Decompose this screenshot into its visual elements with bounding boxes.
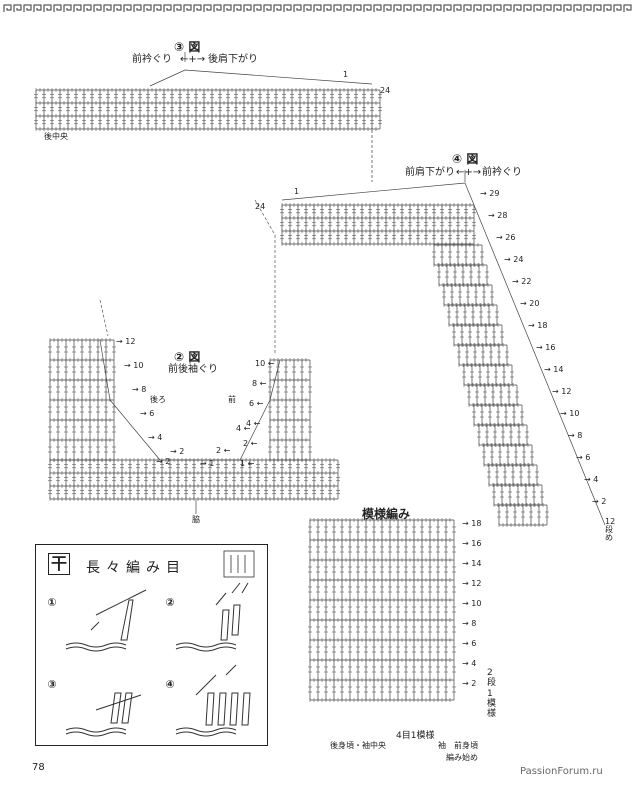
pattern-bracket-note: 2段1模様 bbox=[487, 668, 497, 720]
fig2-back-label: 後ろ bbox=[150, 395, 166, 404]
fig4-row-mark: → 26 bbox=[496, 233, 516, 242]
pattern-row-mark: → 16 bbox=[462, 539, 482, 548]
fig4-row-mark: → 16 bbox=[536, 343, 556, 352]
fig4-row-mark: → 2 bbox=[592, 497, 607, 506]
fig4-row-mark: → 12 bbox=[552, 387, 572, 396]
fig2-left-mark: → 12 bbox=[116, 337, 136, 346]
fig4-row-mark: → 20 bbox=[520, 299, 540, 308]
stitch-legend: 干 長々編み目 bbox=[35, 544, 268, 746]
fig2-right-mark: 1 ← bbox=[240, 459, 255, 468]
fig4-row-mark: → 24 bbox=[504, 255, 524, 264]
fig3-divider: ←+→ bbox=[180, 54, 206, 65]
page-number: 78 bbox=[32, 762, 45, 773]
fig4-row-mark: → 8 bbox=[568, 431, 583, 440]
pattern-bottom-center: 4目1模様 bbox=[396, 731, 435, 741]
legend-stitch-sample-icon bbox=[65, 550, 255, 737]
fig3-row-mark-24: 24 bbox=[380, 86, 391, 95]
pattern-row-mark: → 18 bbox=[462, 519, 482, 528]
fig4-row-mark-1: 1 bbox=[294, 187, 300, 196]
fig2-right-mark: 8 ← bbox=[252, 379, 267, 388]
legend-step-2: ② bbox=[165, 596, 175, 609]
fig3-left-label: 前衿ぐり bbox=[132, 54, 172, 65]
pattern-bottom-left: 後身頃・袖中央 bbox=[330, 741, 386, 750]
legend-step-4: ④ bbox=[165, 678, 175, 691]
pattern-row-mark: → 4 bbox=[462, 659, 477, 668]
fig2-right-mark: 10 ← bbox=[255, 359, 275, 368]
fig4-row-mark: → 10 bbox=[560, 409, 580, 418]
legend-step-1: ① bbox=[47, 596, 57, 609]
fig2-inner-left-mark: → 1 bbox=[200, 459, 215, 468]
fig2-left-mark: → 2 bbox=[156, 457, 171, 466]
triple-crochet-symbol: 干 bbox=[48, 553, 70, 575]
fig2-right-mark: 2 ← bbox=[243, 439, 258, 448]
fig2-left-mark: → 10 bbox=[124, 361, 144, 370]
fig4-row-mark: → 14 bbox=[544, 365, 564, 374]
fig3-row-mark-1: 1 bbox=[343, 70, 349, 79]
pattern-row-mark: → 12 bbox=[462, 579, 482, 588]
fig2-inner-right-mark: 2 ← bbox=[216, 446, 231, 455]
fig2-number: ② 図 bbox=[174, 350, 201, 364]
fig2-bottom-label: 脇 bbox=[192, 515, 200, 524]
fig4-row-mark: → 4 bbox=[584, 475, 599, 484]
legend-step-3: ③ bbox=[47, 678, 57, 691]
fig3-bottom-label: 後中央 bbox=[44, 132, 68, 141]
fig2-right-mark: 4 ← bbox=[246, 419, 261, 428]
legend-title: 長々編み目 bbox=[86, 560, 186, 576]
fig4-divider: ←+→ bbox=[456, 167, 482, 178]
pattern-row-mark: → 14 bbox=[462, 559, 482, 568]
pattern-title: 模様編み bbox=[362, 507, 411, 521]
fig2-inner-right-mark: 4 ← bbox=[236, 424, 251, 433]
watermark: PassionForum.ru bbox=[520, 766, 603, 777]
fig2-left-mark: → 8 bbox=[132, 385, 147, 394]
fig2-left-mark: → 4 bbox=[148, 433, 163, 442]
fig4-row-mark: → 28 bbox=[488, 211, 508, 220]
fig2-left-mark: → 6 bbox=[140, 409, 155, 418]
fig4-left-label: 前肩下がり bbox=[405, 167, 455, 178]
fig4-end-note: 12 段め bbox=[605, 517, 616, 542]
pattern-row-mark: → 10 bbox=[462, 599, 482, 608]
pattern-row-mark: → 2 bbox=[462, 679, 477, 688]
fig3-right-label: 後肩下がり bbox=[208, 54, 258, 65]
fig2-inner-left-mark: → 2 bbox=[170, 447, 185, 456]
fig2-front-label: 前 bbox=[228, 395, 236, 404]
fig2-right-mark: 6 ← bbox=[249, 399, 264, 408]
pattern-row-mark: → 6 bbox=[462, 639, 477, 648]
fig4-row-mark: → 29 bbox=[480, 189, 500, 198]
fig3-number: ③ 図 bbox=[174, 40, 201, 54]
pattern-bottom-right-1: 袖 前身頃 bbox=[438, 741, 478, 750]
fig4-right-label: 前衿ぐり bbox=[482, 167, 522, 178]
pattern-row-mark: → 8 bbox=[462, 619, 477, 628]
pattern-bottom-right-2: 編み始め bbox=[446, 753, 478, 762]
fig4-row-mark: → 6 bbox=[576, 453, 591, 462]
fig4-row-mark-24: 24 bbox=[255, 202, 266, 211]
fig4-row-mark: → 22 bbox=[512, 277, 532, 286]
fig4-row-mark: → 18 bbox=[528, 321, 548, 330]
fig2-title: 前後袖ぐり bbox=[168, 364, 218, 375]
fig4-number: ④ 図 bbox=[452, 152, 479, 166]
